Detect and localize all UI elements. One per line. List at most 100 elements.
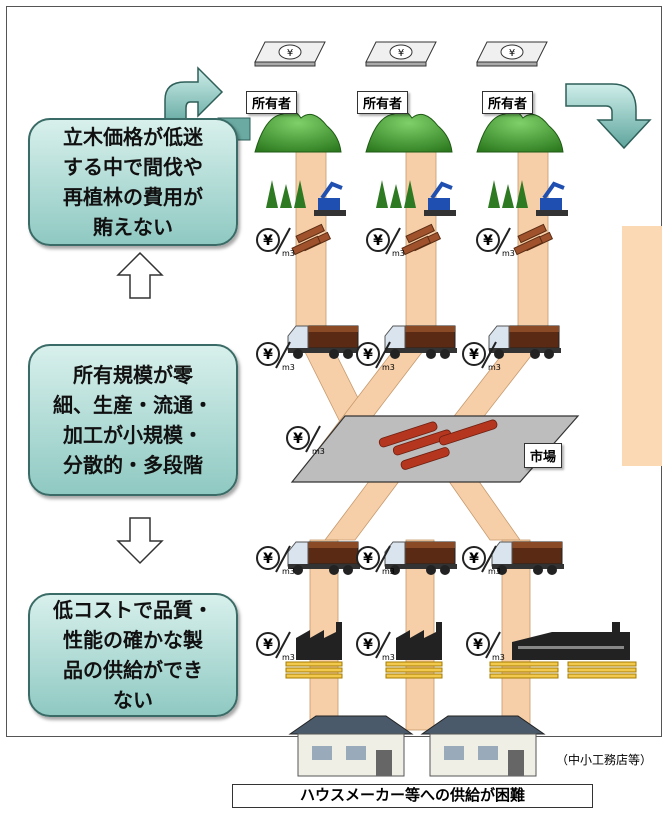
- svg-text:¥: ¥: [263, 347, 273, 363]
- note-line: 賄えない: [93, 215, 173, 239]
- svg-text:m3: m3: [492, 653, 505, 662]
- price-per-m3-marker: ¥ m3: [356, 341, 395, 372]
- note-line: 再植林の費用が: [63, 185, 203, 209]
- yen-icon: ¥: [287, 48, 293, 59]
- svg-text:m3: m3: [392, 249, 405, 258]
- svg-text:m3: m3: [488, 363, 501, 372]
- svg-text:¥: ¥: [263, 637, 273, 653]
- owner-label-3: 所有者: [482, 91, 534, 114]
- trucks: [287, 325, 564, 575]
- owner-label-1: 所有者: [246, 91, 298, 114]
- lumber-icon: [285, 661, 343, 667]
- payment-tablet-2: ¥: [365, 41, 437, 67]
- svg-text:m3: m3: [382, 567, 395, 576]
- svg-text:m3: m3: [488, 567, 501, 576]
- house-icon: [288, 715, 414, 777]
- svg-text:m3: m3: [282, 653, 295, 662]
- factory-icon: [296, 622, 342, 660]
- truck-icon: [384, 541, 457, 575]
- svg-text:¥: ¥: [263, 551, 273, 567]
- block-arrows: [116, 251, 164, 565]
- svg-text:m3: m3: [382, 363, 395, 372]
- note-line: ない: [113, 688, 153, 712]
- lumber-stacks: [285, 661, 637, 679]
- lumber-icon: [489, 661, 559, 667]
- note-line: 所有規模が零: [73, 363, 193, 387]
- builder-label: （中小工務店等）: [556, 753, 653, 767]
- side-panel: [622, 226, 662, 466]
- note-cost-problem: 立木価格が低迷 する中で間伐や 再植林の費用が 賄えない: [28, 118, 238, 246]
- price-per-m3-marker: ¥ m3: [256, 227, 295, 258]
- svg-text:¥: ¥: [469, 551, 479, 567]
- payment-tablets: ¥ ¥ ¥: [254, 41, 548, 67]
- yen-icon: ¥: [398, 48, 404, 59]
- svg-text:m3: m3: [282, 363, 295, 372]
- svg-text:m3: m3: [312, 447, 325, 456]
- yen-icon: ¥: [509, 48, 515, 59]
- price-per-m3-marker: ¥ m3: [476, 227, 515, 258]
- log-pile-icon: [378, 419, 498, 470]
- down-arrow-icon: [116, 517, 164, 565]
- factories: [296, 622, 630, 660]
- svg-text:m3: m3: [282, 249, 295, 258]
- svg-text:¥: ¥: [483, 233, 493, 249]
- price-markers: ¥m3 ¥m3 ¥m3 ¥m3 ¥m3 ¥m3 ¥m3 ¥m3 ¥m3 ¥m3 …: [256, 227, 515, 662]
- truck-icon: [287, 325, 360, 359]
- payment-tablet-3: ¥: [476, 41, 548, 67]
- price-per-m3-marker: ¥ m3: [256, 631, 295, 662]
- note-supply-problem: 低コストで品質・ 性能の確かな製 品の供給ができ ない: [28, 593, 238, 717]
- price-per-m3-marker: ¥ m3: [466, 631, 505, 662]
- note-line: 性能の確かな製: [63, 628, 203, 652]
- logging-machine-icon: [488, 180, 568, 256]
- market-plane: [290, 415, 580, 483]
- svg-text:¥: ¥: [263, 233, 273, 249]
- svg-text:¥: ¥: [293, 431, 303, 447]
- svg-text:¥: ¥: [363, 347, 373, 363]
- note-line: 立木価格が低迷: [63, 125, 203, 149]
- svg-text:¥: ¥: [373, 233, 383, 249]
- logging-machine-icon: [266, 180, 346, 256]
- svg-text:m3: m3: [502, 249, 515, 258]
- truck-icon: [384, 325, 457, 359]
- forest-icon: [476, 110, 564, 153]
- price-per-m3-marker: ¥ m3: [256, 341, 295, 372]
- bottom-caption: ハウスメーカー等への供給が困難: [232, 784, 593, 808]
- forests: [254, 110, 564, 153]
- price-per-m3-marker: ¥ m3: [356, 545, 395, 576]
- up-arrow-icon: [116, 251, 164, 299]
- forest-icon: [254, 110, 342, 153]
- house-icon: [420, 715, 546, 777]
- note-line: 分散的・多段階: [63, 453, 203, 477]
- svg-text:m3: m3: [382, 653, 395, 662]
- right-curved-arrow: [565, 83, 652, 150]
- svg-text:¥: ¥: [363, 551, 373, 567]
- svg-text:¥: ¥: [363, 637, 373, 653]
- logging-scenes: [266, 180, 568, 256]
- svg-text:¥: ¥: [469, 347, 479, 363]
- note-structure-problem: 所有規模が零 細、生産・流通・ 加工が小規模・ 分散的・多段階: [28, 344, 238, 496]
- note-line: 低コストで品質・: [53, 598, 213, 622]
- logging-machine-icon: [376, 180, 456, 256]
- price-per-m3-marker: ¥ m3: [462, 545, 501, 576]
- price-per-m3-marker: ¥ m3: [356, 631, 395, 662]
- note-line: する中で間伐や: [63, 155, 203, 179]
- price-per-m3-marker: ¥ m3: [256, 545, 295, 576]
- price-per-m3-marker: ¥ m3: [286, 425, 325, 456]
- truck-icon: [287, 541, 360, 575]
- note-line: 加工が小規模・: [63, 423, 203, 447]
- market-label: 市場: [524, 443, 563, 468]
- truck-icon: [491, 541, 564, 575]
- svg-text:¥: ¥: [473, 637, 483, 653]
- left-curved-arrow: [164, 66, 224, 129]
- note-line: 品の供給ができ: [63, 658, 203, 682]
- price-per-m3-marker: ¥ m3: [366, 227, 405, 258]
- lumber-icon: [385, 661, 443, 667]
- note-line: 細、生産・流通・: [53, 393, 213, 417]
- payment-tablet-1: ¥: [254, 41, 326, 67]
- svg-text:m3: m3: [282, 567, 295, 576]
- houses: [288, 715, 546, 777]
- factory-icon: [512, 622, 630, 660]
- forest-icon: [365, 110, 453, 153]
- price-per-m3-marker: ¥ m3: [462, 341, 501, 372]
